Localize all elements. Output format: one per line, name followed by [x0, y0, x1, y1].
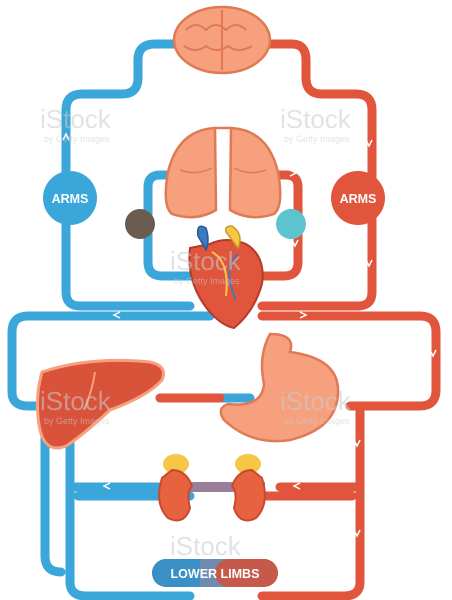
oxygenated-vessels	[155, 39, 441, 600]
arms-left-label: ARMS	[52, 192, 89, 206]
deoxygenated-vessels	[7, 39, 255, 600]
brain-icon	[172, 5, 272, 75]
arms-left-badge: ARMS	[43, 171, 97, 225]
arms-right-badge: ARMS	[331, 171, 385, 225]
watermark-brand: iStock	[280, 104, 352, 134]
stock-watermarks: iStock iStock iStock iStock iStock iStoc…	[40, 104, 352, 561]
watermark-brand: iStock	[170, 246, 242, 276]
pulmonary-artery-node	[125, 209, 155, 239]
watermark-brand: iStock	[170, 531, 242, 561]
watermark-brand: iStock	[280, 386, 352, 416]
renal-connector	[185, 482, 265, 492]
watermark-brand: iStock	[40, 386, 112, 416]
arms-right-label: ARMS	[340, 192, 377, 206]
watermark-credit: by Getty Images	[174, 276, 240, 286]
watermark-credit: by Getty Images	[284, 134, 350, 144]
heart-icon	[188, 225, 264, 330]
kidneys-icon	[158, 454, 266, 522]
watermark-credit: by Getty Images	[44, 416, 110, 426]
stomach-icon	[219, 332, 340, 443]
watermark-credit: by Getty Images	[44, 134, 110, 144]
liver-icon	[35, 358, 165, 450]
lower-limbs-label: LOWER LIMBS	[171, 567, 260, 581]
pulmonary-vein-node	[276, 209, 306, 239]
pulmonary-nodes	[125, 209, 306, 239]
watermark-brand: iStock	[40, 104, 112, 134]
lower-limbs-badge: LOWER LIMBS	[152, 559, 278, 587]
watermark-credit: by Getty Images	[284, 416, 350, 426]
lungs-icon	[164, 126, 282, 219]
